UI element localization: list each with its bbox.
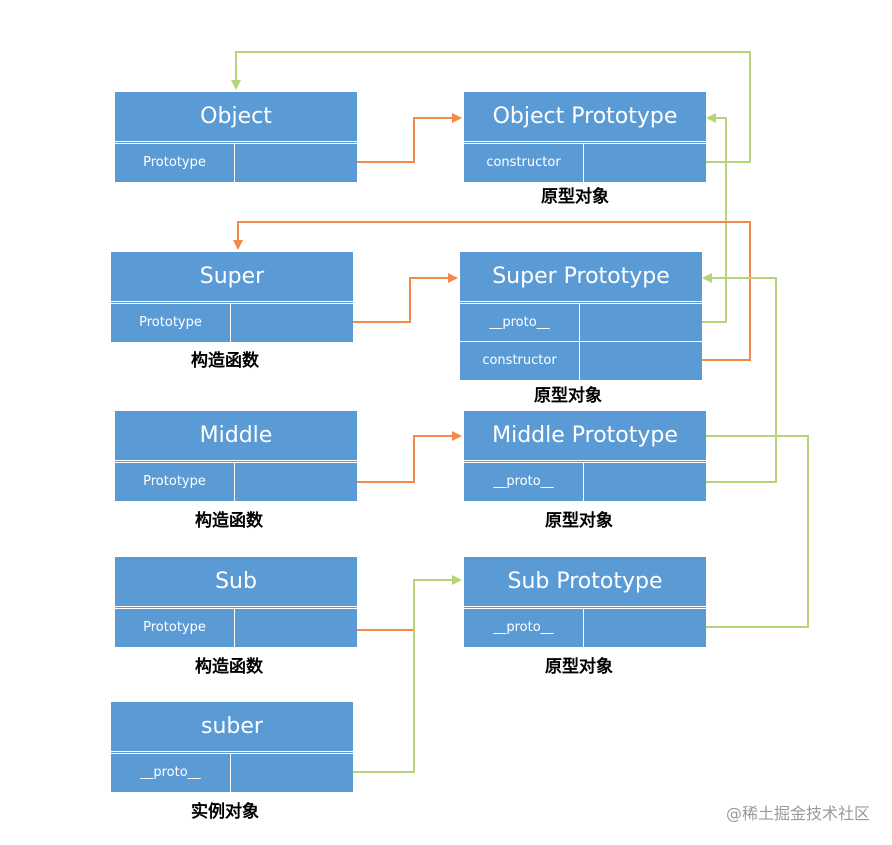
object-constructor-link (231, 51, 751, 163)
middle-prototype-caption: 原型对象 (545, 511, 613, 531)
middle-prototype-value (235, 463, 357, 501)
object-prototype-caption: 原型对象 (541, 187, 609, 207)
middle-title: Middle (115, 411, 357, 461)
super-prototype-constructor-value (580, 342, 702, 380)
object-prototype-value (235, 144, 357, 182)
super-prototype-proto-value (580, 304, 702, 342)
watermark: @稀土掘金技术社区 (725, 804, 870, 823)
suber-box: suber __proto__ (111, 702, 353, 792)
sub-title: Sub (115, 557, 357, 607)
object-prototype-title: Object Prototype (464, 92, 706, 142)
suber-caption: 实例对象 (191, 802, 259, 822)
sub-prototype-proto-label: __proto__ (464, 609, 584, 647)
middle-prototype-row: Prototype (115, 462, 357, 501)
sub-prototype-box: Sub Prototype __proto__ (464, 557, 706, 647)
suber-proto-link (292, 575, 462, 773)
super-prototype-proto-row: __proto__ (460, 303, 702, 342)
suber-title: suber (111, 702, 353, 752)
super-prototype-value (231, 304, 353, 342)
super-prototype-row: Prototype (111, 303, 353, 342)
object-prototype-constructor-label: constructor (464, 144, 584, 182)
object-prototype-constructor-value (584, 144, 706, 182)
middle-prototype-box: Middle Prototype __proto__ (464, 411, 706, 501)
middle-proto-link (646, 273, 777, 483)
object-box: Object Prototype (115, 92, 357, 182)
object-prototype-row: Prototype (115, 143, 357, 182)
super-prototype-proto-label: __proto__ (460, 304, 580, 342)
sub-prototype-label: Prototype (115, 609, 235, 647)
middle-prototype-label: Prototype (115, 463, 235, 501)
super-prototype-constructor-label: constructor (460, 342, 580, 380)
super-prototype-caption: 原型对象 (534, 386, 602, 406)
middle-prototype-proto-value (584, 463, 706, 501)
sub-prototype-row: Prototype (115, 608, 357, 647)
super-constructor-link (233, 221, 751, 361)
sub-prototype-proto-value (584, 609, 706, 647)
suber-proto-label: __proto__ (111, 754, 231, 792)
middle-box: Middle Prototype (115, 411, 357, 501)
sub-prototype-proto-row: __proto__ (464, 608, 706, 647)
sub-proto-link (646, 431, 809, 628)
suber-proto-row: __proto__ (111, 753, 353, 792)
sub-box: Sub Prototype (115, 557, 357, 647)
super-box: Super Prototype (111, 252, 353, 342)
suber-proto-value (231, 754, 353, 792)
sub-prototype-title: Sub Prototype (464, 557, 706, 607)
sub-caption: 构造函数 (195, 657, 263, 677)
super-caption: 构造函数 (191, 351, 259, 371)
super-prototype-constructor-row: constructor (460, 341, 702, 380)
middle-prototype-title: Middle Prototype (464, 411, 706, 461)
super-prototype-label: Prototype (111, 304, 231, 342)
super-title: Super (111, 252, 353, 302)
object-title: Object (115, 92, 357, 142)
super-prototype-title: Super Prototype (460, 252, 702, 302)
object-prototype-box: Object Prototype constructor (464, 92, 706, 182)
middle-caption: 构造函数 (195, 511, 263, 531)
middle-prototype-proto-row: __proto__ (464, 462, 706, 501)
super-prototype-box: Super Prototype __proto__ constructor (460, 252, 702, 380)
middle-prototype-proto-label: __proto__ (464, 463, 584, 501)
object-prototype-constructor-row: constructor (464, 143, 706, 182)
sub-prototype-caption: 原型对象 (545, 657, 613, 677)
sub-prototype-value (235, 609, 357, 647)
object-prototype-label: Prototype (115, 144, 235, 182)
